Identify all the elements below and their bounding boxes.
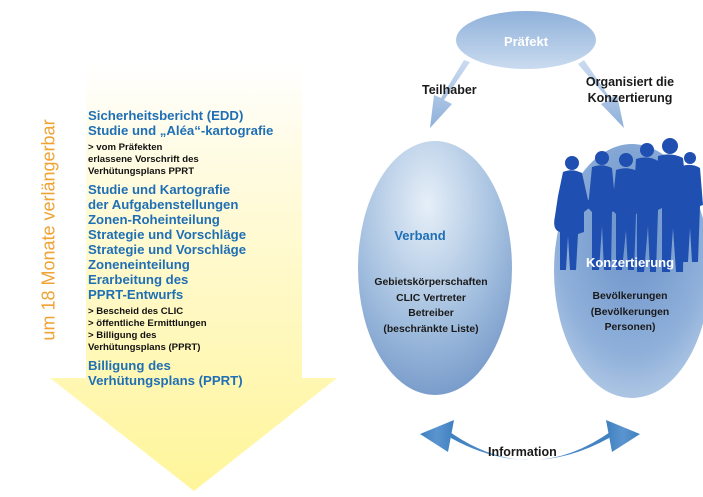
- information-arrow-left: [420, 420, 454, 452]
- timeline-step: PPRT-Entwurfs: [88, 287, 184, 302]
- timeline-arrow: [50, 62, 337, 491]
- duration-label: um 18 Monate verlängerbar: [38, 119, 59, 341]
- member-line: Bevölkerungen: [592, 291, 668, 302]
- member-line: CLIC Vertreter: [396, 292, 466, 304]
- member-line: Gebietskörperschaften: [374, 277, 488, 288]
- timeline-substep: > Billigung des: [88, 330, 157, 341]
- prefect-ellipse: [456, 11, 596, 69]
- member-line: (beschränkte Liste): [383, 323, 479, 335]
- timeline-steps: Sicherheitsbericht (EDD)Studie und „Aléa…: [88, 108, 298, 388]
- timeline-step: Studie und Kartografie: [88, 182, 231, 197]
- timeline-step: Sicherheitsbericht (EDD): [88, 108, 244, 123]
- timeline-substep: Verhütungsplans (PPRT): [88, 342, 201, 353]
- prefect-label: Präfekt: [503, 34, 549, 49]
- member-line: Betreiber: [408, 308, 454, 319]
- timeline-step: Zonen-Roheinteilung: [88, 212, 220, 227]
- arrow-to-verband: [430, 60, 470, 128]
- konzertierung-title: Konzertierung: [585, 255, 675, 270]
- information-label: Information: [488, 445, 557, 459]
- timeline-step: Studie und „Aléa“-kartografie: [88, 123, 274, 138]
- member-line: (Bevölkerungen: [590, 306, 670, 318]
- edge-organisiert-line1: Organisiert die: [585, 75, 675, 89]
- verband-title: Verband: [394, 228, 446, 243]
- edge-organisiert-line2: Konzertierung: [587, 91, 673, 105]
- timeline-substep: Verhütungsplans PPRT: [88, 166, 195, 177]
- timeline-step: Billigung des: [88, 358, 171, 373]
- timeline-step: Strategie und Vorschläge: [88, 242, 247, 257]
- timeline-step: Verhütungsplans (PPRT): [88, 373, 243, 388]
- timeline-step: Strategie und Vorschläge: [88, 227, 247, 242]
- member-line: Personen): [604, 322, 656, 333]
- timeline-substep: > vom Präfekten: [88, 142, 163, 153]
- timeline-substep: erlassene Vorschrift des: [88, 154, 199, 165]
- timeline-step: Erarbeitung des: [88, 272, 189, 287]
- edge-teilhaber-label: Teilhaber: [422, 83, 477, 97]
- edge-organisiert-label: Organisiert die Konzertierung: [568, 74, 692, 106]
- arrow-to-konzertierung: [578, 60, 624, 128]
- timeline-substep: > öffentliche Ermittlungen: [88, 318, 207, 329]
- people-group-silhouette-icon: [554, 138, 703, 272]
- timeline-step: der Aufgabenstellungen: [88, 197, 239, 212]
- verband-ellipse: [358, 141, 512, 395]
- timeline-step: Zoneneinteilung: [88, 257, 190, 272]
- information-arrow-right: [606, 420, 640, 452]
- information-arc: [447, 430, 613, 460]
- timeline-substep: > Bescheid des CLIC: [88, 306, 184, 317]
